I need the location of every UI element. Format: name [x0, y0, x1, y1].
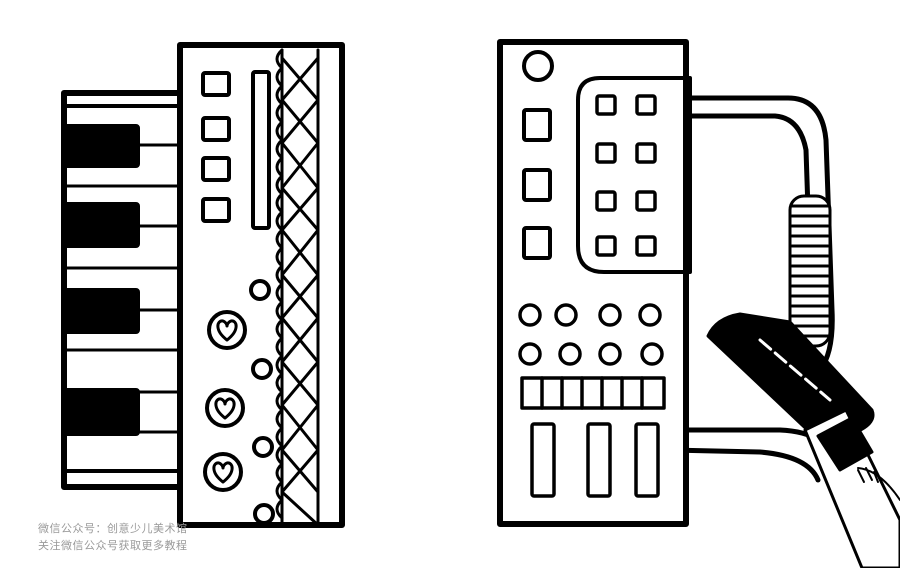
left-knobs — [249, 279, 275, 525]
heart-icon — [207, 310, 247, 350]
cable-coil — [788, 194, 832, 348]
knob-grid — [518, 303, 664, 366]
vertical-slider — [251, 70, 271, 230]
watermark-line-1: 微信公众号：创意少儿美术馆 — [38, 522, 188, 535]
marker-pen — [706, 312, 900, 568]
synth-instrument — [497, 39, 848, 527]
heart-icon — [203, 452, 243, 492]
display-screen — [576, 76, 692, 274]
tall-pads — [530, 422, 660, 498]
black-keys — [62, 124, 140, 436]
left-square-buttons — [201, 71, 231, 223]
watermark-line-2: 关注微信公众号获取更多教程 — [38, 539, 188, 552]
top-knob — [522, 50, 554, 82]
heart-buttons — [203, 310, 247, 492]
right-square-buttons — [522, 108, 552, 260]
screen-pads — [595, 94, 657, 257]
keyboard-instrument — [61, 42, 345, 528]
triangle-pattern — [280, 48, 320, 527]
button-strip — [520, 376, 666, 410]
heart-icon — [205, 388, 245, 428]
